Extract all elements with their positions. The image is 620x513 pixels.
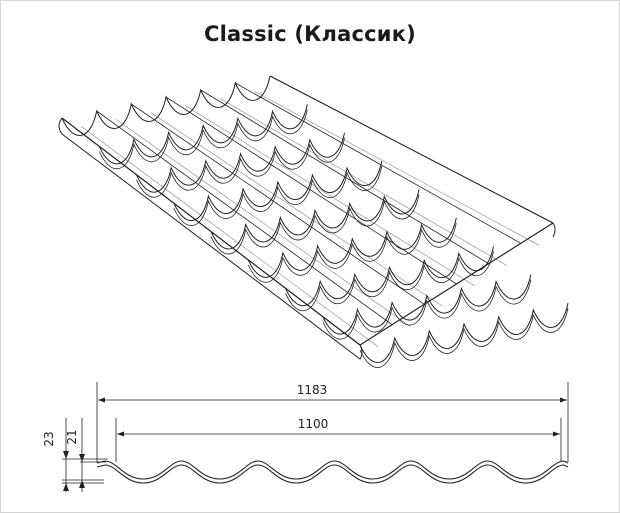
tile-trough-line — [150, 112, 443, 307]
profile-line-bottom — [96, 464, 569, 484]
tile-trough-line — [115, 119, 411, 327]
profile-line-top — [96, 460, 569, 480]
tile-step-edge — [173, 166, 383, 226]
profile-cross-section — [96, 460, 569, 484]
tile-step-row — [359, 302, 569, 363]
tile-crest-line — [96, 110, 393, 326]
tile-step-row — [247, 217, 457, 278]
dimension-label-overall-width: 1183 — [297, 383, 328, 397]
tile-trough-line — [219, 98, 507, 266]
dimension-label-total-height: 23 — [42, 431, 56, 446]
tile-step-edge — [247, 222, 457, 283]
tile-step-edge — [285, 251, 494, 312]
tile-step-row — [98, 104, 308, 165]
tile-sheet-isometric-view — [58, 75, 569, 368]
tile-crest-line — [235, 82, 521, 244]
tile-step-row — [136, 132, 345, 193]
sheet-right-edge — [269, 75, 556, 238]
tile-step-row — [285, 246, 494, 307]
dimension-heights: 23 21 — [42, 418, 108, 492]
tile-step-edge — [322, 279, 532, 340]
tile-step-edge — [359, 307, 569, 368]
tile-trough-line — [254, 91, 540, 246]
tile-step-row — [210, 189, 420, 250]
tile-step-row — [173, 161, 383, 222]
dimension-label-profile-height: 21 — [65, 429, 79, 444]
tile-step-edge — [136, 137, 345, 198]
dimension-overall-width: 1183 — [96, 382, 569, 462]
sheet-side-fold — [58, 117, 363, 360]
tile-step-edge — [210, 194, 420, 255]
tile-crest-line — [200, 89, 489, 265]
diagram-title: Classic (Классик) — [204, 22, 416, 46]
tile-trough-line — [81, 126, 379, 348]
tile-step-edge — [98, 109, 308, 170]
tile-crest-line — [165, 96, 457, 285]
dimension-effective-width: 1100 — [115, 417, 562, 462]
dimension-label-effective-width: 1100 — [298, 417, 329, 431]
tile-trough-line — [185, 105, 475, 287]
tile-crest-line — [131, 103, 425, 305]
